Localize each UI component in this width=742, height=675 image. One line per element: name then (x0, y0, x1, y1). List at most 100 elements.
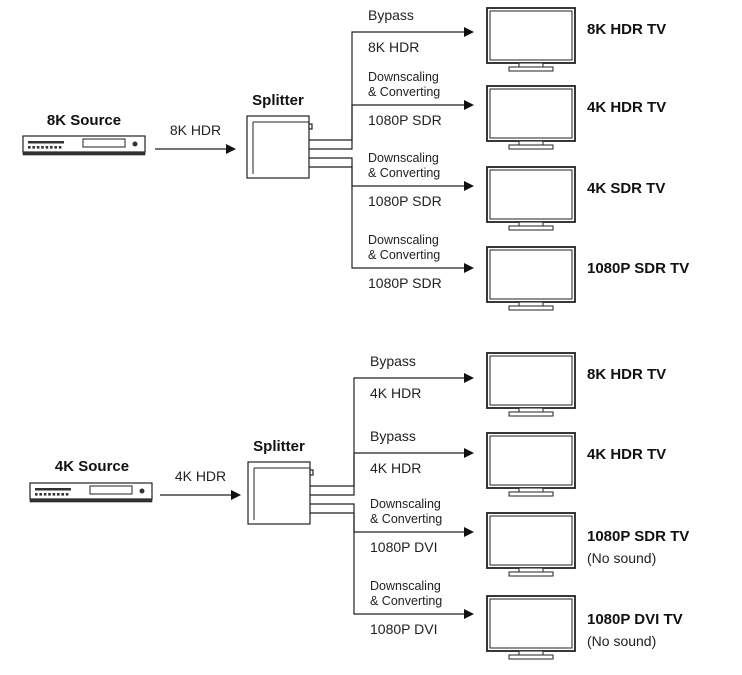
output-arrow-head (464, 527, 474, 537)
tv-screen (489, 169, 573, 220)
process-label: Downscaling (370, 497, 441, 511)
source-disc-tray (35, 488, 71, 491)
tv-screen (489, 10, 573, 61)
output-cable (309, 31, 466, 141)
source-button (65, 493, 69, 496)
output-3: Downscaling& Converting 1080P DVI 1080P SD… (310, 497, 689, 577)
tv-note: (No sound) (587, 550, 656, 566)
source-button (45, 146, 49, 149)
source-button (48, 493, 51, 496)
splitter-box (247, 461, 311, 525)
tv-stand (508, 144, 554, 150)
tv-neck (518, 487, 544, 493)
signal-label: 1080P SDR (368, 275, 442, 291)
signal-label: 4K HDR (370, 385, 421, 401)
process-label: Downscaling (368, 233, 439, 247)
source-button (52, 493, 56, 496)
tv-label: 4K HDR TV (587, 99, 666, 116)
splitter-label: Splitter (253, 438, 305, 455)
source-button (58, 146, 62, 149)
process-label: & Converting (368, 248, 440, 262)
tv-label: 1080P SDR TV (587, 528, 689, 545)
input-arrow-head (226, 144, 236, 154)
tv-stand (508, 654, 554, 660)
tv-note: (No sound) (587, 633, 656, 649)
tv-stand (508, 305, 554, 311)
source-button (50, 146, 53, 149)
process-label: & Converting (368, 166, 440, 180)
output-arrow-head (464, 373, 474, 383)
tv-neck (518, 407, 544, 413)
source-label: 8K Source (47, 112, 121, 129)
output-arrow-head (464, 100, 474, 110)
tv-stand (508, 571, 554, 577)
tv-screen (489, 88, 573, 139)
signal-label: 8K HDR (368, 39, 419, 55)
source-button (39, 493, 42, 496)
process-label: & Converting (370, 512, 442, 526)
tv-label: 1080P SDR TV (587, 260, 689, 277)
tv-neck (518, 140, 544, 146)
splitter-label: Splitter (252, 92, 304, 109)
output-cable (310, 377, 466, 487)
output-arrow-head (464, 181, 474, 191)
tv-label: 1080P DVI TV (587, 611, 683, 628)
input-signal-label: 8K HDR (170, 122, 221, 138)
tv-neck (518, 567, 544, 573)
source-button (61, 493, 64, 496)
signal-label: 1080P DVI (370, 539, 437, 555)
tv-stand (508, 66, 554, 72)
output-1: Bypass 8K HDR 8K HDR TV (309, 7, 666, 141)
output-arrow-head (464, 263, 474, 273)
signal-label: 1080P SDR (368, 193, 442, 209)
source-display (82, 138, 126, 148)
input-arrow-head (231, 490, 241, 500)
process-label: Downscaling (368, 70, 439, 84)
signal-label: 1080P DVI (370, 621, 437, 637)
signal-label: 1080P SDR (368, 112, 442, 128)
source-button (36, 146, 40, 149)
tv-label: 8K HDR TV (587, 21, 666, 38)
process-label: Bypass (370, 353, 416, 369)
source-button (28, 146, 31, 149)
tv-screen (489, 355, 573, 406)
source-disc-tray (28, 141, 64, 144)
output-cable (310, 452, 466, 496)
tv-neck (518, 62, 544, 68)
input-signal-label: 4K HDR (175, 468, 226, 484)
source-device-base (29, 498, 153, 503)
source-device-base (22, 151, 146, 156)
source-label: 4K Source (55, 458, 129, 475)
tv-neck (518, 221, 544, 227)
source-button (57, 493, 60, 496)
source-power-button (139, 488, 145, 494)
output-cable (309, 104, 466, 150)
tv-neck (518, 650, 544, 656)
tv-screen (489, 598, 573, 649)
tv-stand (508, 411, 554, 417)
source-button (35, 493, 38, 496)
process-label: & Converting (370, 594, 442, 608)
tv-neck (518, 301, 544, 307)
tv-label: 4K HDR TV (587, 446, 666, 463)
tv-screen (489, 435, 573, 486)
output-cable (310, 512, 466, 615)
tv-screen (489, 515, 573, 566)
process-label: Downscaling (368, 151, 439, 165)
output-arrow-head (464, 609, 474, 619)
process-label: Downscaling (370, 579, 441, 593)
process-label: Bypass (368, 7, 414, 23)
output-cable (309, 166, 466, 269)
source-display (89, 485, 133, 495)
splitter-port (309, 469, 314, 476)
source-button (54, 146, 57, 149)
tv-screen (489, 249, 573, 300)
source-button (41, 146, 44, 149)
